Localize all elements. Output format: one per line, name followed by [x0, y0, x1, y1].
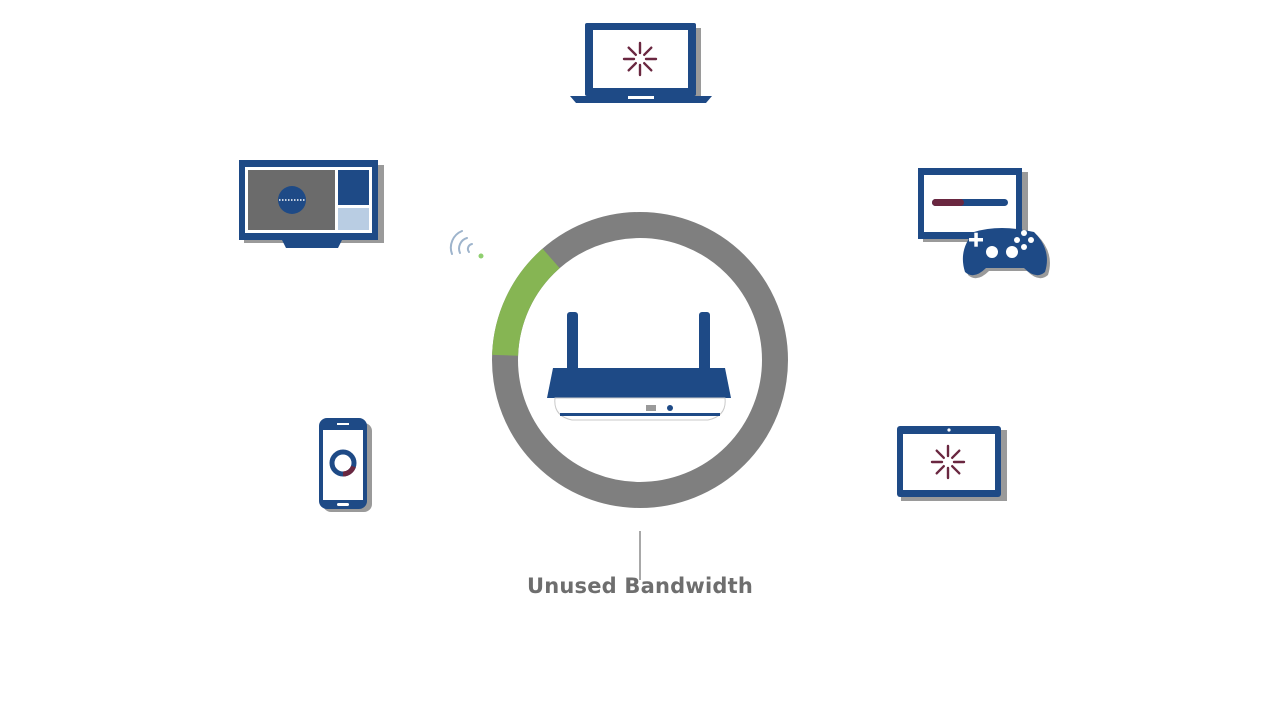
laptop-icon	[570, 23, 712, 103]
progress-bar-icon	[932, 199, 1008, 206]
tablet-icon	[897, 426, 1007, 501]
smartphone-icon	[319, 418, 372, 512]
video-play-icon	[278, 186, 306, 214]
bandwidth-ring	[492, 212, 788, 508]
tv-icon	[239, 160, 384, 248]
unused-bandwidth-label: Unused Bandwidth	[526, 574, 754, 598]
loading-spinner-icon	[622, 41, 658, 77]
gamepad-icon	[962, 228, 1050, 279]
loading-ring-icon	[329, 449, 357, 477]
wifi-signal-icon	[449, 230, 484, 259]
loading-spinner-icon	[930, 444, 966, 480]
wifi-router-icon	[547, 312, 731, 421]
game-console-icon	[918, 168, 1050, 279]
used-bandwidth-segment	[492, 248, 560, 357]
